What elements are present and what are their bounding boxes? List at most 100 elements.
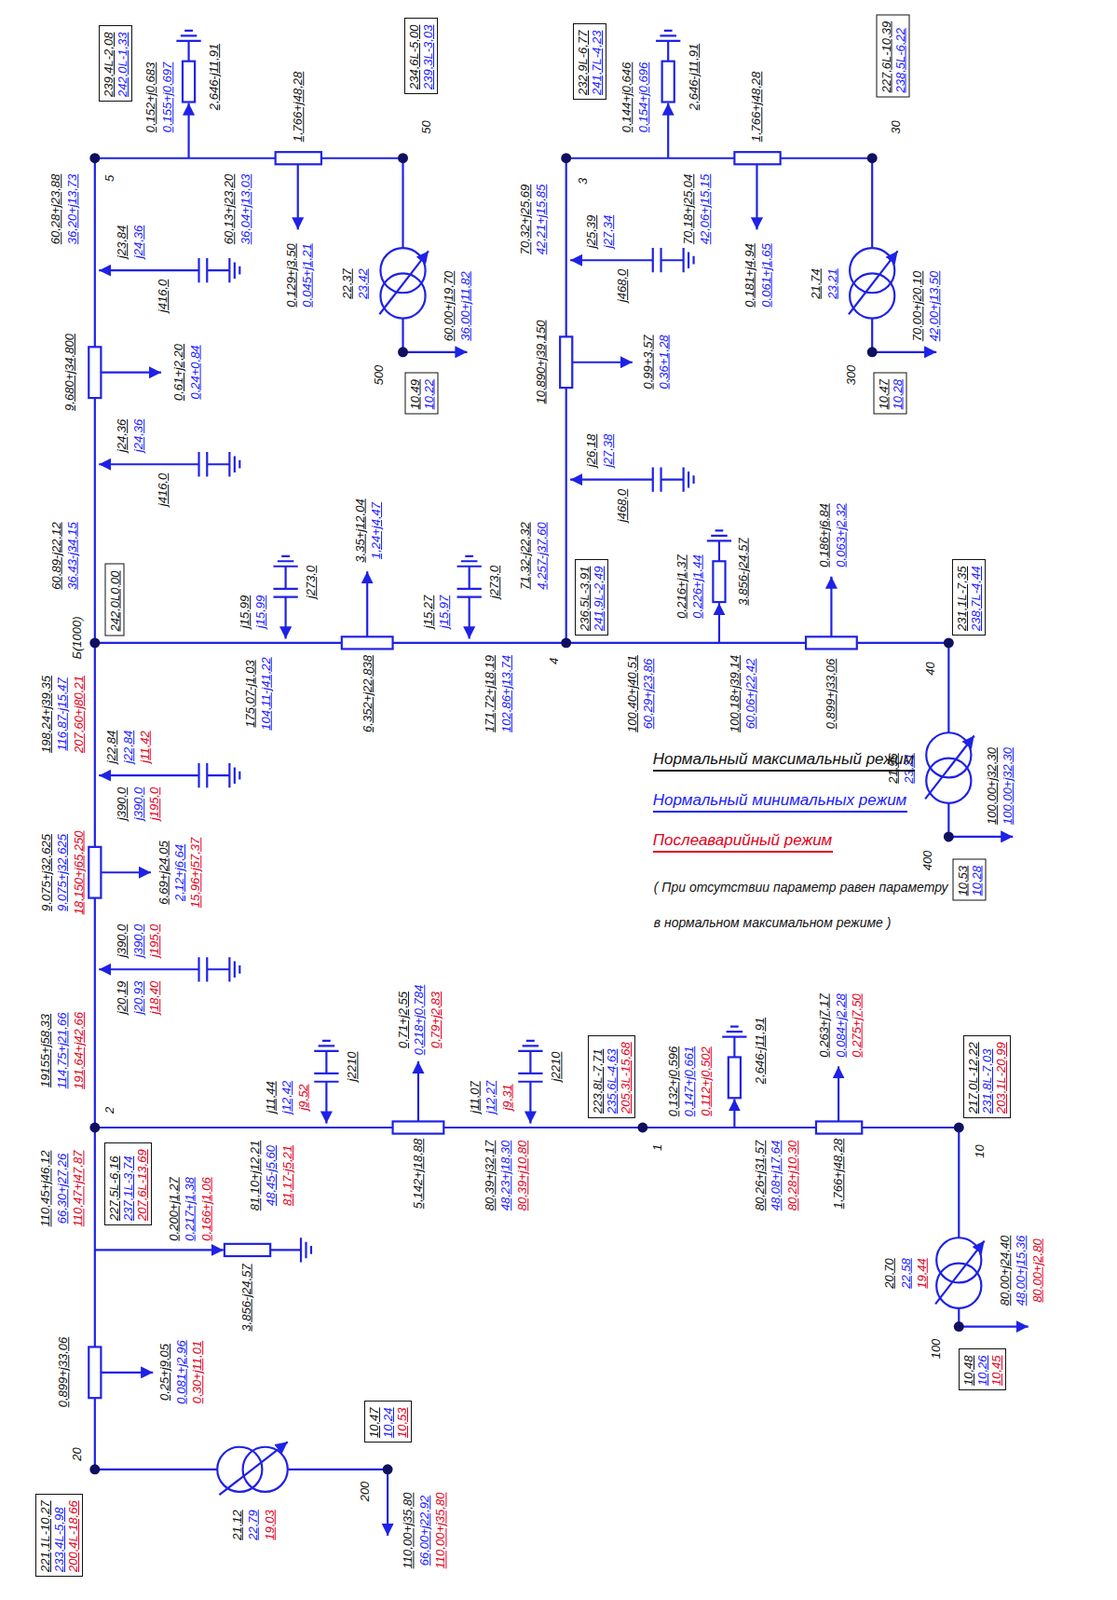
- voltage-value: 238,7L-4,44: [968, 563, 983, 631]
- bus-dot: [953, 1321, 965, 1332]
- value-label: 0,186+j6,84: [817, 503, 831, 569]
- voltage-box: 227,6L-10,39238,5L-6,22: [875, 14, 910, 98]
- flow-arrow: [718, 602, 721, 643]
- bus-number: 300: [844, 364, 859, 387]
- voltage-value: 232,9L-6,77: [575, 27, 590, 96]
- voltage-value: 237,1L-3,74: [121, 1146, 136, 1221]
- value-label: 20,70: [882, 1256, 897, 1290]
- value-label: 48,45-j5,60: [263, 1144, 278, 1207]
- value-label: 0,152+j0,683: [143, 60, 158, 134]
- impedance-symbol: [559, 336, 573, 388]
- transformer-winding: [243, 1446, 288, 1492]
- value-label: j2210: [344, 1049, 359, 1082]
- note-text: в нормальном максимальном режиме ): [653, 914, 893, 931]
- value-label: 18,150+j65,250: [70, 829, 85, 915]
- bus-dot: [867, 346, 878, 357]
- value-label: j468,0: [614, 268, 629, 303]
- voltage-value: 207,6L-13,69: [135, 1146, 150, 1221]
- value-label: 0,129+j3,50: [283, 242, 298, 308]
- flow-arrow: [284, 597, 287, 640]
- bus-number: 4: [546, 656, 561, 666]
- value-label: j15,97: [437, 594, 452, 629]
- transformer-winding: [936, 1237, 981, 1282]
- voltage-value: 231,1L-7,35: [954, 563, 969, 631]
- impedance-symbol: [341, 636, 394, 649]
- resistor-symbol: [712, 560, 725, 602]
- value-label: 21,74: [808, 267, 823, 300]
- transformer-winding: [849, 272, 895, 318]
- value-label: 19155+j58,33: [38, 1012, 53, 1089]
- bus-number: 40: [923, 660, 938, 676]
- value-label: 0,045+j1,21: [299, 242, 314, 308]
- value-label: 100,00+j32,30: [1000, 746, 1015, 826]
- value-label: 80,26+j31,57: [752, 1139, 767, 1213]
- voltage-box: 234,6L-5,00239,3L-3,03: [404, 17, 438, 95]
- bus-dot: [397, 346, 409, 357]
- tap-changer-arrow: [218, 1441, 287, 1495]
- flow-arrow: [95, 1248, 224, 1251]
- loss-arrow: [100, 371, 162, 374]
- value-label: j20,93: [131, 980, 146, 1015]
- value-label: 42,06+j15,15: [697, 173, 712, 246]
- ground-symbol: [176, 30, 747, 1263]
- value-label: 9,075+j32,625: [54, 832, 69, 913]
- impedance-symbol: [88, 846, 101, 899]
- loss-arrow: [297, 163, 300, 230]
- value-label: j23,84: [115, 224, 130, 259]
- value-label: 0,181+j4,94: [742, 242, 757, 308]
- value-label: 0,218+j0,784: [411, 983, 426, 1057]
- value-label: 15,96+j57,37: [189, 835, 204, 909]
- loss-arrow: [100, 871, 151, 873]
- value-label: 0,36+1,28: [656, 334, 671, 391]
- value-label: 0,061+j1,65: [758, 242, 773, 308]
- value-label: 1,766+j48,28: [290, 70, 305, 144]
- voltage-value: 238,5L-6,22: [892, 19, 907, 94]
- value-label: 71,32-j22,32: [517, 521, 532, 591]
- value-label: 0,79+j2,83: [428, 990, 443, 1049]
- transformer-winding: [936, 1263, 981, 1308]
- value-label: 21,12: [229, 1509, 244, 1542]
- value-label: 100,00+j32,30: [984, 746, 999, 826]
- value-label: j195,0: [148, 786, 163, 821]
- voltage-value: 241,7L-4,23: [589, 27, 604, 96]
- value-label: 60,06+j22,42: [743, 657, 758, 731]
- value-label: j15,99: [237, 594, 252, 629]
- value-label: 0,216+j1,37: [674, 553, 689, 619]
- voltage-value: 217,0L-12,22: [966, 1039, 981, 1114]
- value-label: j11,42: [137, 729, 152, 763]
- value-label: 0,24+0,84: [187, 344, 202, 401]
- value-label: 80,00+j24,40: [997, 1233, 1012, 1307]
- value-label: j390,0: [115, 923, 130, 958]
- load-arrow: [403, 351, 468, 354]
- legend-swatch: [653, 769, 915, 772]
- voltage-box: 10,4710,2410,53: [364, 1400, 412, 1443]
- bus-dot: [89, 1122, 100, 1133]
- value-label: j25,39: [584, 214, 599, 249]
- value-label: 110,47+j47,87: [71, 1149, 86, 1228]
- value-label: 66,30+j27,26: [54, 1152, 69, 1226]
- voltage-value: 227,5L-6,16: [107, 1146, 122, 1221]
- voltage-value: 10,47: [367, 1404, 382, 1438]
- load-arrow: [948, 835, 1013, 838]
- transformer-winding: [380, 247, 425, 293]
- voltage-box: 10,5310,28: [952, 858, 986, 900]
- value-label: 22,58: [899, 1256, 913, 1290]
- legend-item: Нормальный минимальных режим: [653, 790, 908, 813]
- value-label: 81,10+j12,21: [247, 1139, 262, 1213]
- value-label: j15,27: [421, 594, 436, 629]
- value-label: 22,37: [340, 267, 355, 300]
- legend-item: Нормальный максимальный режим: [653, 749, 915, 772]
- value-label: 0,063+j2,32: [832, 503, 847, 569]
- voltage-value: 241,9L-2,49: [591, 563, 606, 631]
- flow-arrow: [98, 463, 199, 465]
- value-label: j11,44: [262, 1079, 277, 1114]
- voltage-value: 223,8L-7,71: [590, 1039, 605, 1114]
- value-label: j195,0: [148, 923, 163, 958]
- voltage-value: 221,1L-10,27: [38, 1498, 53, 1572]
- bus-number: 200: [357, 1480, 372, 1503]
- value-label: 0,155+j0,697: [160, 60, 175, 134]
- bus-number: 10: [971, 1143, 986, 1158]
- bus-dot: [89, 637, 100, 648]
- value-label: 0,275+j7,50: [849, 992, 864, 1058]
- value-label: 80,39+j32,17: [482, 1139, 497, 1213]
